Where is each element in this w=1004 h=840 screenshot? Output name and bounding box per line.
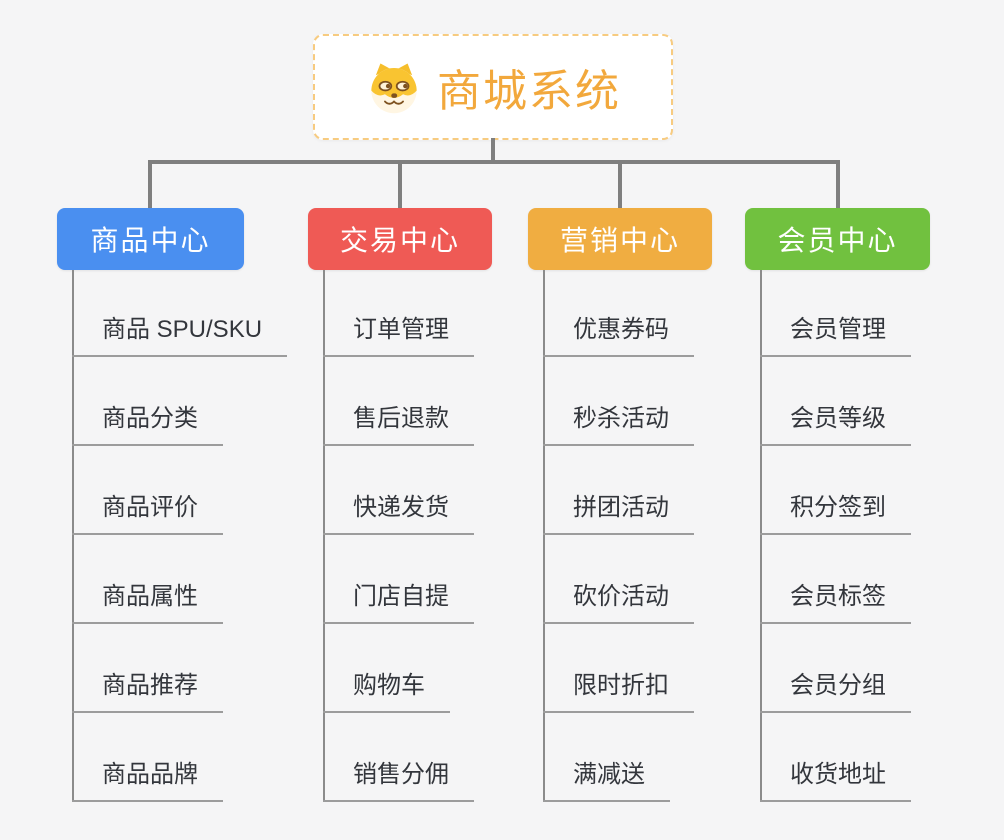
shiba-dog-icon	[365, 60, 423, 114]
node-product-center-item-3[interactable]: 商品属性	[72, 576, 223, 624]
branch-header-trade-center[interactable]: 交易中心	[308, 208, 492, 270]
node-product-center-item-2[interactable]: 商品评价	[72, 487, 223, 535]
node-trade-center-item-3[interactable]: 门店自提	[323, 576, 474, 624]
branch-trunk-line	[760, 270, 762, 801]
branch-marketing-center: 营销中心优惠券码秒杀活动拼团活动砍价活动限时折扣满减送	[528, 208, 788, 818]
branch-trade-center: 交易中心订单管理售后退款快递发货门店自提购物车销售分佣	[308, 208, 568, 818]
node-product-center-item-0[interactable]: 商品 SPU/SKU	[72, 309, 288, 357]
node-member-center-item-5[interactable]: 收货地址	[760, 754, 911, 802]
node-trade-center-item-1[interactable]: 售后退款	[323, 398, 474, 446]
connector-drop-product-center	[148, 160, 152, 208]
node-trade-center-item-4[interactable]: 购物车	[323, 665, 450, 713]
node-marketing-center-item-1[interactable]: 秒杀活动	[543, 398, 694, 446]
branch-trunk-line	[543, 270, 545, 801]
branch-header-marketing-center[interactable]: 营销中心	[528, 208, 712, 270]
node-marketing-center-item-0[interactable]: 优惠券码	[543, 309, 694, 357]
connector-drop-marketing-center	[618, 160, 622, 208]
node-trade-center-item-5[interactable]: 销售分佣	[323, 754, 474, 802]
branch-member-center: 会员中心会员管理会员等级积分签到会员标签会员分组收货地址	[745, 208, 1004, 818]
node-marketing-center-item-5[interactable]: 满减送	[543, 754, 670, 802]
node-product-center-item-1[interactable]: 商品分类	[72, 398, 223, 446]
node-product-center-item-5[interactable]: 商品品牌	[72, 754, 223, 802]
branch-product-center: 商品中心商品 SPU/SKU 商品分类商品评价商品属性商品推荐商品品牌	[57, 208, 317, 818]
connector-drop-member-center	[836, 160, 840, 208]
connector-root-stem	[491, 138, 495, 162]
node-member-center-item-4[interactable]: 会员分组	[760, 665, 911, 713]
root-title: 商城系统	[437, 67, 621, 116]
node-marketing-center-item-3[interactable]: 砍价活动	[543, 576, 694, 624]
branch-trunk-line	[72, 270, 74, 801]
connector-horizontal-bar	[148, 160, 840, 164]
node-marketing-center-item-2[interactable]: 拼团活动	[543, 487, 694, 535]
node-member-center-item-1[interactable]: 会员等级	[760, 398, 911, 446]
node-member-center-item-3[interactable]: 会员标签	[760, 576, 911, 624]
branch-trunk-line	[323, 270, 325, 801]
node-member-center-item-0[interactable]: 会员管理	[760, 309, 911, 357]
branch-header-product-center[interactable]: 商品中心	[57, 208, 244, 270]
root-node[interactable]: 商城系统	[313, 34, 673, 140]
node-trade-center-item-2[interactable]: 快递发货	[323, 487, 474, 535]
branch-header-member-center[interactable]: 会员中心	[745, 208, 930, 270]
node-product-center-item-4[interactable]: 商品推荐	[72, 665, 223, 713]
node-member-center-item-2[interactable]: 积分签到	[760, 487, 911, 535]
node-marketing-center-item-4[interactable]: 限时折扣	[543, 665, 694, 713]
connector-drop-trade-center	[398, 160, 402, 208]
node-trade-center-item-0[interactable]: 订单管理	[323, 309, 474, 357]
